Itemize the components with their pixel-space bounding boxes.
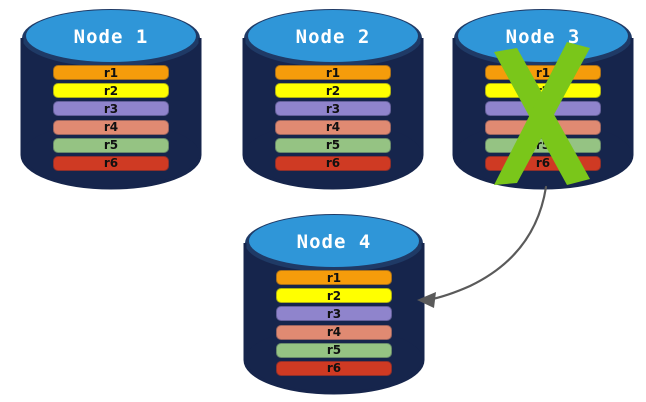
record-label: r3 [325, 101, 341, 116]
node-4-record-r5: r5 [276, 342, 392, 358]
record-label: r5 [103, 138, 119, 153]
record-label: r6 [326, 361, 342, 376]
node-4-record-r3: r3 [276, 306, 392, 322]
node-3-record-r1: r1 [485, 65, 601, 80]
record-label: r6 [325, 156, 341, 171]
recovery-arrow [417, 185, 548, 308]
node-1-records: r1 r2 r3 r4 r5 r6 [53, 65, 169, 171]
node-2-records: r1 r2 r3 r4 r5 r6 [275, 65, 391, 171]
record-label: r6 [103, 156, 119, 171]
record-label: r2 [325, 83, 341, 98]
node-3-record-r3: r3 [485, 101, 601, 117]
record-label: r1 [326, 270, 342, 285]
node-1-record-r4: r4 [53, 119, 169, 135]
node-1-record-r2: r2 [53, 83, 169, 99]
node-4-records: r1 r2 r3 r4 r5 r6 [276, 270, 392, 376]
record-label: r2 [535, 83, 551, 98]
node-2-record-r1: r1 [275, 65, 391, 80]
record-label: r1 [325, 65, 341, 80]
record-label: r5 [326, 343, 342, 358]
node-3-record-r2: r2 [485, 83, 601, 99]
node-2-record-r5: r5 [275, 137, 391, 153]
record-label: r3 [326, 306, 342, 321]
node-2-record-r2: r2 [275, 83, 391, 99]
node-1-record-r3: r3 [53, 101, 169, 117]
node-4-record-r4: r4 [276, 324, 392, 340]
record-label: r3 [535, 101, 551, 116]
node-4-record-r2: r2 [276, 288, 392, 304]
record-label: r2 [326, 288, 342, 303]
record-label: r2 [103, 83, 119, 98]
node-3-record-r4: r4 [485, 119, 601, 135]
record-label: r4 [326, 325, 342, 340]
record-label: r4 [535, 120, 551, 135]
node-2-record-r6: r6 [275, 155, 391, 171]
node-1-record-r1: r1 [53, 65, 169, 80]
record-label: r1 [535, 65, 551, 80]
node-1-record-r5: r5 [53, 137, 169, 153]
node-4-record-r1: r1 [276, 270, 392, 285]
record-label: r1 [103, 65, 119, 80]
record-label: r4 [325, 120, 341, 135]
record-label: r4 [103, 120, 119, 135]
node-3-records: r1 r2 r3 r4 r5 r6 [485, 65, 601, 171]
record-label: r5 [535, 138, 551, 153]
node-4-record-r6: r6 [276, 360, 392, 376]
node-2-record-r4: r4 [275, 119, 391, 135]
record-label: r3 [103, 101, 119, 116]
record-label: r6 [535, 156, 551, 171]
node-1-record-r6: r6 [53, 155, 169, 171]
node-3-record-r5: r5 [485, 137, 601, 153]
node-3-record-r6: r6 [485, 155, 601, 171]
record-label: r5 [325, 138, 341, 153]
node-2-record-r3: r3 [275, 101, 391, 117]
